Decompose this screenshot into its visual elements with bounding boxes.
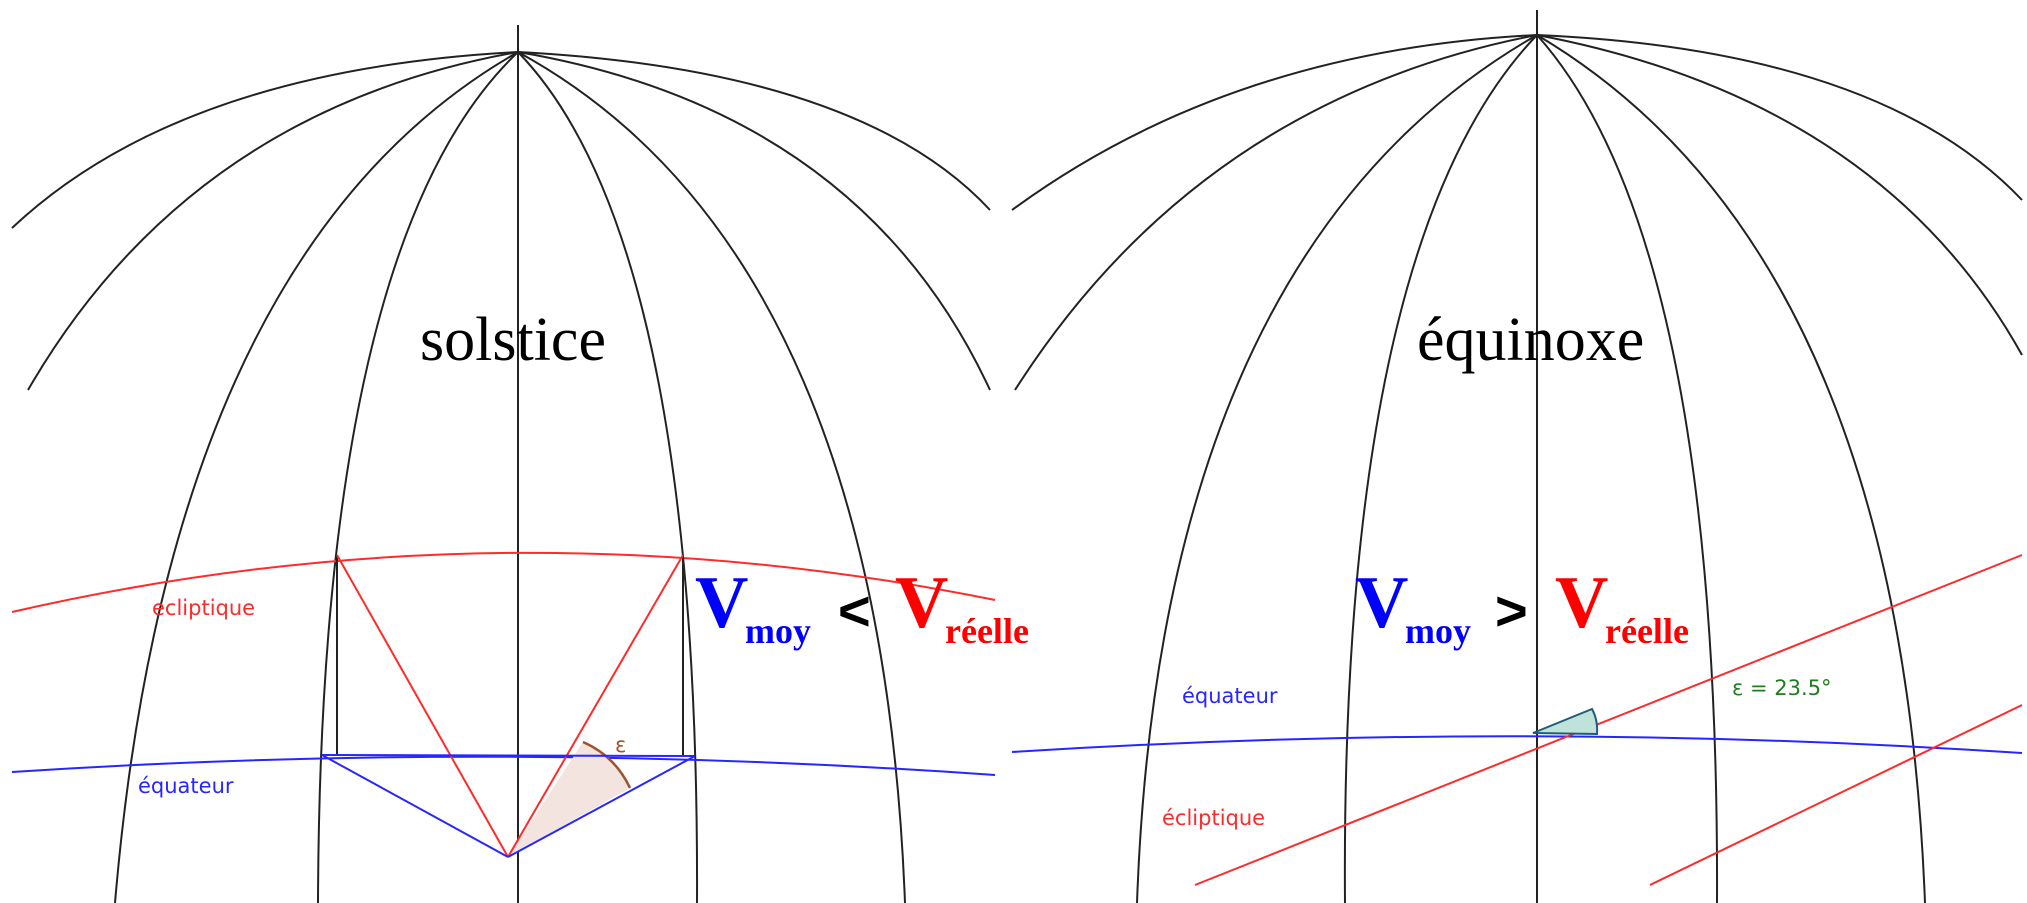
solstice-ecliptic-label: ecliptique xyxy=(152,596,255,620)
equinox-title: équinoxe xyxy=(1417,306,1644,374)
relation-operator: < xyxy=(838,579,871,642)
v-moy-letter: V xyxy=(1355,562,1408,644)
solstice-blue-top xyxy=(321,754,696,757)
meridian xyxy=(1136,34,1538,903)
relation-operator: > xyxy=(1495,579,1528,642)
equinox-relation: V moy > V réelle xyxy=(1355,562,1689,651)
solstice-blue-left xyxy=(321,754,509,858)
solstice-blue-right xyxy=(507,755,696,858)
meridian xyxy=(317,51,519,903)
meridian xyxy=(1536,34,2023,201)
solstice-angle-wedge xyxy=(508,742,630,857)
meridian xyxy=(1536,34,1926,903)
equinox-angle-label: ε = 23.5° xyxy=(1732,676,1832,700)
meridian xyxy=(1343,34,1538,903)
solstice-panel: solstice ecliptique équateur ε V moy < V… xyxy=(11,25,1029,903)
v-reelle-letter: V xyxy=(895,562,948,644)
meridian xyxy=(27,51,519,391)
solstice-red-right xyxy=(507,554,684,858)
solstice-relation: V moy < V réelle xyxy=(695,562,1029,651)
meridian xyxy=(517,51,991,391)
solstice-angle-label: ε xyxy=(615,733,626,757)
equinox-ecliptic-line-2 xyxy=(1649,704,2023,886)
meridian xyxy=(517,51,699,903)
meridian xyxy=(517,51,991,211)
equinox-equator-label: équateur xyxy=(1182,684,1278,708)
v-moy-subscript: moy xyxy=(745,611,811,651)
meridian xyxy=(1536,34,2023,356)
equinox-ecliptic-label: écliptique xyxy=(1162,806,1265,830)
v-reelle-subscript: réelle xyxy=(945,611,1029,651)
meridian xyxy=(1536,34,1719,903)
equinox-angle-wedge xyxy=(1532,707,1599,736)
meridian xyxy=(114,51,519,903)
solstice-title: solstice xyxy=(420,306,606,374)
solstice-angle-arc xyxy=(582,740,632,789)
solstice-meridians xyxy=(11,25,991,903)
v-reelle-letter: V xyxy=(1555,562,1608,644)
equinox-panel: équinoxe équateur écliptique ε = 23.5° V… xyxy=(1011,10,2023,903)
meridian xyxy=(517,51,906,903)
solstice-equator-line xyxy=(11,755,996,776)
solstice-red-left xyxy=(336,554,509,858)
solstice-ecliptic-line xyxy=(11,551,996,613)
solstice-equator-label: équateur xyxy=(138,774,234,798)
meridian xyxy=(11,51,519,229)
equinox-ecliptic-line xyxy=(1194,554,2023,886)
v-moy-subscript: moy xyxy=(1405,611,1471,651)
equinox-meridians xyxy=(1011,10,2023,903)
v-reelle-subscript: réelle xyxy=(1605,611,1689,651)
meridian xyxy=(1014,34,1538,391)
meridian xyxy=(1011,34,1538,211)
v-moy-letter: V xyxy=(695,562,748,644)
equinox-equator-line xyxy=(1011,735,2023,754)
